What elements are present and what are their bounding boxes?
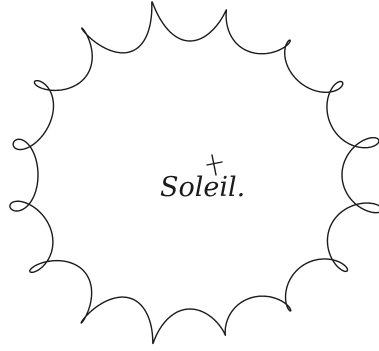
center-label: Soleil. [160,172,245,203]
